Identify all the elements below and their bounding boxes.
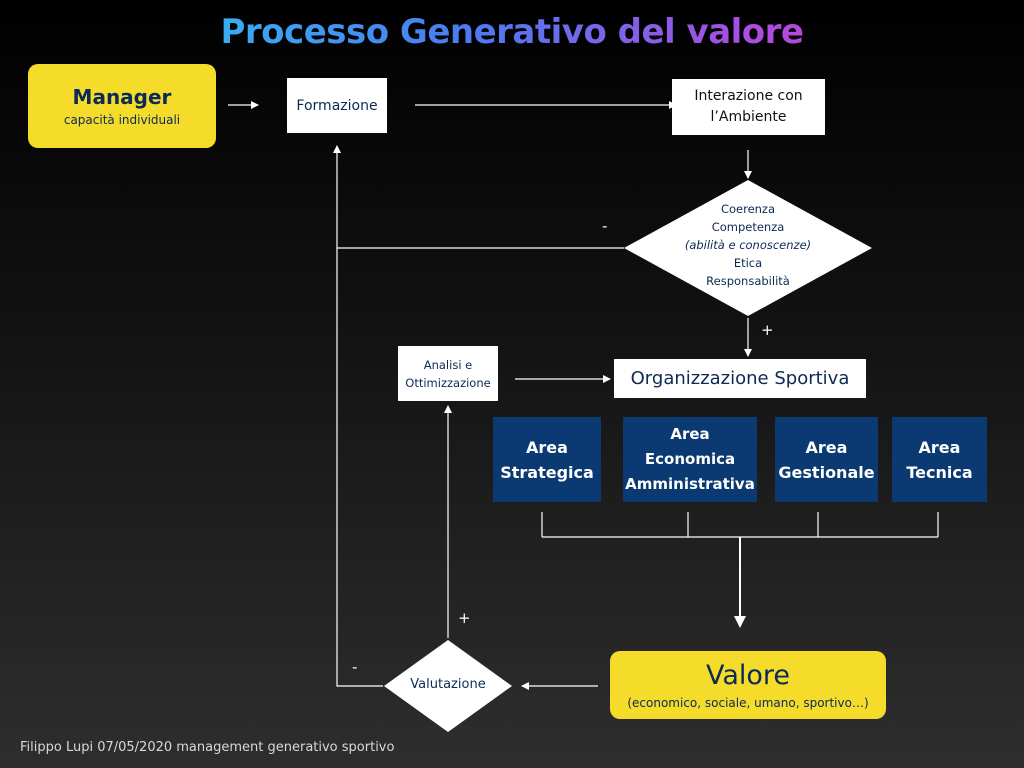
area-tecnica-line2: Tecnica: [906, 462, 973, 482]
decision-diamond: [624, 180, 872, 316]
area-strategica-line1: Area: [526, 437, 568, 457]
formazione-box: Formazione: [287, 78, 387, 133]
area-gestionale-box: Area Gestionale: [775, 417, 878, 502]
criteria-responsabilita: Responsabilità: [706, 274, 790, 288]
formazione-label: Formazione: [296, 97, 378, 114]
area-tecnica-box: Area Tecnica: [892, 417, 987, 502]
area-gestionale-line1: Area: [805, 437, 848, 457]
decision-minus-sign: -: [602, 217, 608, 235]
area-economica-box: Area Economica Amministrativa: [623, 417, 757, 502]
feedback-line-valutazione-to-formazione: [336, 248, 383, 687]
manager-box: Manager capacità individuali: [28, 64, 216, 148]
analisi-line2: Ottimizzazione: [405, 375, 491, 390]
area-strategica-line2: Strategica: [500, 462, 594, 482]
area-tecnica-line1: Area: [918, 437, 961, 457]
criteria-coerenza: Coerenza: [720, 202, 776, 216]
area-strategica-box: Area Strategica: [493, 417, 601, 502]
area-economica-line2: Economica: [644, 450, 736, 468]
area-economica-line3: Amministrativa: [625, 475, 755, 493]
organizzazione-box: Organizzazione Sportiva: [614, 359, 866, 398]
valore-title: Valore: [705, 660, 791, 691]
manager-subtitle: capacità individuali: [63, 113, 181, 127]
criteria-abilita-conoscenze: (abilità e conoscenze): [684, 238, 812, 252]
interazione-box: Interazione con l’Ambiente: [672, 79, 825, 135]
valutazione-plus-sign: +: [458, 609, 471, 627]
manager-title: Manager: [72, 85, 172, 109]
valore-box: Valore (economico, sociale, umano, sport…: [610, 651, 886, 719]
valutazione-label: Valutazione: [410, 677, 486, 692]
area-economica-line1: Area: [670, 425, 710, 443]
footer-credit: Filippo Lupi 07/05/2020 management gener…: [20, 740, 395, 755]
valore-subtitle: (economico, sociale, umano, sportivo…): [627, 696, 869, 710]
criteria-competenza: Competenza: [711, 220, 785, 234]
decision-criteria: Coerenza Competenza (abilità e conoscenz…: [664, 200, 832, 290]
analisi-box: Analisi e Ottimizzazione: [398, 346, 498, 401]
interazione-line2: l’Ambiente: [710, 109, 787, 125]
area-gestionale-line2: Gestionale: [778, 462, 875, 482]
page-title: Processo Generativo del valore: [0, 12, 1024, 52]
decision-plus-sign: +: [761, 321, 774, 339]
valutazione-diamond: [384, 640, 512, 732]
interazione-line1: Interazione con: [694, 88, 803, 104]
analisi-line1: Analisi e: [423, 357, 473, 372]
organizzazione-label: Organizzazione Sportiva: [630, 368, 850, 389]
criteria-etica: Etica: [733, 256, 763, 270]
feedback-line-decision-to-formazione: [333, 145, 624, 249]
valutazione-minus-sign: -: [352, 658, 358, 676]
